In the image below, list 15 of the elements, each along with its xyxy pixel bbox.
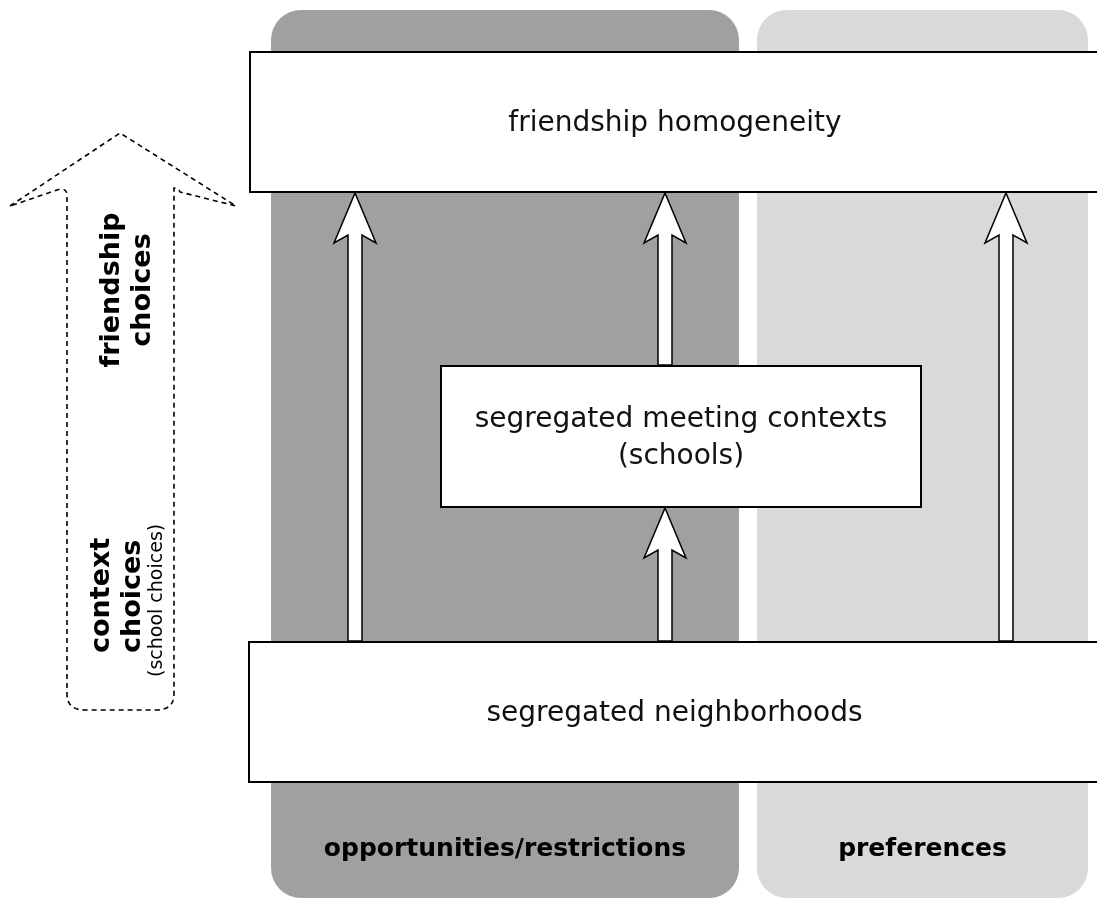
concept-box [440,365,922,508]
hollow-arrow [642,191,688,366]
box-label: segregated meeting contexts (schools) [473,400,889,473]
concept-box [249,51,1097,193]
hollow-arrow [983,191,1029,642]
rotated-label: friendship choices [93,211,157,370]
rotated-label: (school choices) [145,522,167,677]
concept-box [248,641,1097,783]
hollow-arrow [332,191,378,642]
box-label: friendship homogeneity [508,103,842,140]
panel-label: preferences [837,833,1008,862]
hollow-arrow [642,506,688,642]
box-label: segregated neighborhoods [486,693,863,730]
rotated-label: context choices [83,536,147,653]
panel-label: opportunities/restrictions [322,833,688,862]
